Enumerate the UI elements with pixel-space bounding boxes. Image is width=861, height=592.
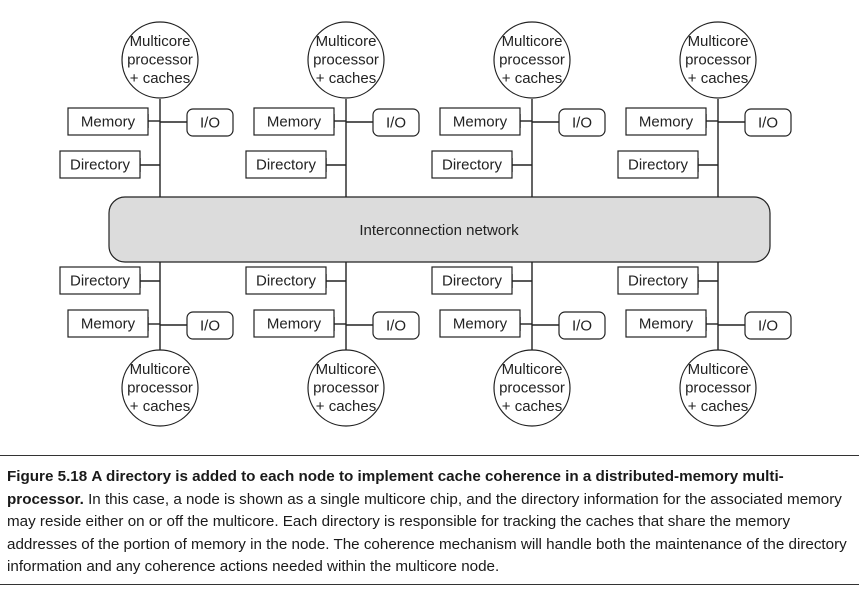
directory-box-label: Directory — [70, 273, 131, 290]
memory-box — [253, 309, 335, 338]
directory-box — [245, 150, 327, 179]
figure-label: Figure 5.18 — [7, 468, 88, 485]
io-box-label: I/O — [386, 318, 406, 335]
processor-circle — [121, 349, 199, 427]
memory-box-label: Memory — [81, 316, 136, 333]
directory-box — [59, 266, 141, 295]
io-box-label: I/O — [200, 115, 220, 132]
directory-box-label: Directory — [256, 273, 317, 290]
distributed-memory-diagram: Interconnection network MemoryDirectoryI… — [59, 21, 792, 427]
memory-box-label: Memory — [267, 114, 322, 131]
directory-box-label: Directory — [628, 157, 689, 174]
directory-box — [245, 266, 327, 295]
io-box — [558, 311, 606, 340]
interconnection-network-label: Interconnection network — [359, 222, 519, 239]
memory-box — [67, 309, 149, 338]
io-box — [186, 108, 234, 137]
directory-box-label: Directory — [256, 157, 317, 174]
directory-box — [431, 150, 513, 179]
memory-box-label: Memory — [639, 316, 694, 333]
directory-box — [59, 150, 141, 179]
caption-body: In this case, a node is shown as a singl… — [7, 490, 847, 576]
directory-box — [431, 266, 513, 295]
io-box-label: I/O — [200, 318, 220, 335]
directory-box-label: Directory — [442, 157, 503, 174]
memory-box — [625, 309, 707, 338]
io-box-label: I/O — [572, 318, 592, 335]
io-box — [372, 108, 420, 137]
memory-box-label: Memory — [453, 114, 508, 131]
directory-box-label: Directory — [70, 157, 131, 174]
processor-circle — [493, 349, 571, 427]
memory-box — [439, 107, 521, 136]
processor-circle — [121, 21, 199, 99]
processor-circle — [307, 349, 385, 427]
interconnection-network — [108, 196, 771, 263]
directory-box — [617, 266, 699, 295]
io-box — [744, 311, 792, 340]
memory-box — [625, 107, 707, 136]
directory-box-label: Directory — [442, 273, 503, 290]
memory-box — [439, 309, 521, 338]
memory-box — [67, 107, 149, 136]
io-box — [186, 311, 234, 340]
io-box-label: I/O — [758, 115, 778, 132]
io-box-label: I/O — [758, 318, 778, 335]
processor-circle — [493, 21, 571, 99]
io-box — [558, 108, 606, 137]
processor-circle — [679, 21, 757, 99]
io-box-label: I/O — [572, 115, 592, 132]
processor-circle — [679, 349, 757, 427]
figure-caption: Figure 5.18 A directory is added to each… — [0, 455, 859, 585]
io-box-label: I/O — [386, 115, 406, 132]
memory-box — [253, 107, 335, 136]
io-box — [372, 311, 420, 340]
memory-box-label: Memory — [267, 316, 322, 333]
processor-circle — [307, 21, 385, 99]
memory-box-label: Memory — [639, 114, 694, 131]
caption-lead: A directory is added to each node to imp… — [7, 468, 784, 508]
directory-box — [617, 150, 699, 179]
io-box — [744, 108, 792, 137]
memory-box-label: Memory — [453, 316, 508, 333]
directory-box-label: Directory — [628, 273, 689, 290]
memory-box-label: Memory — [81, 114, 136, 131]
